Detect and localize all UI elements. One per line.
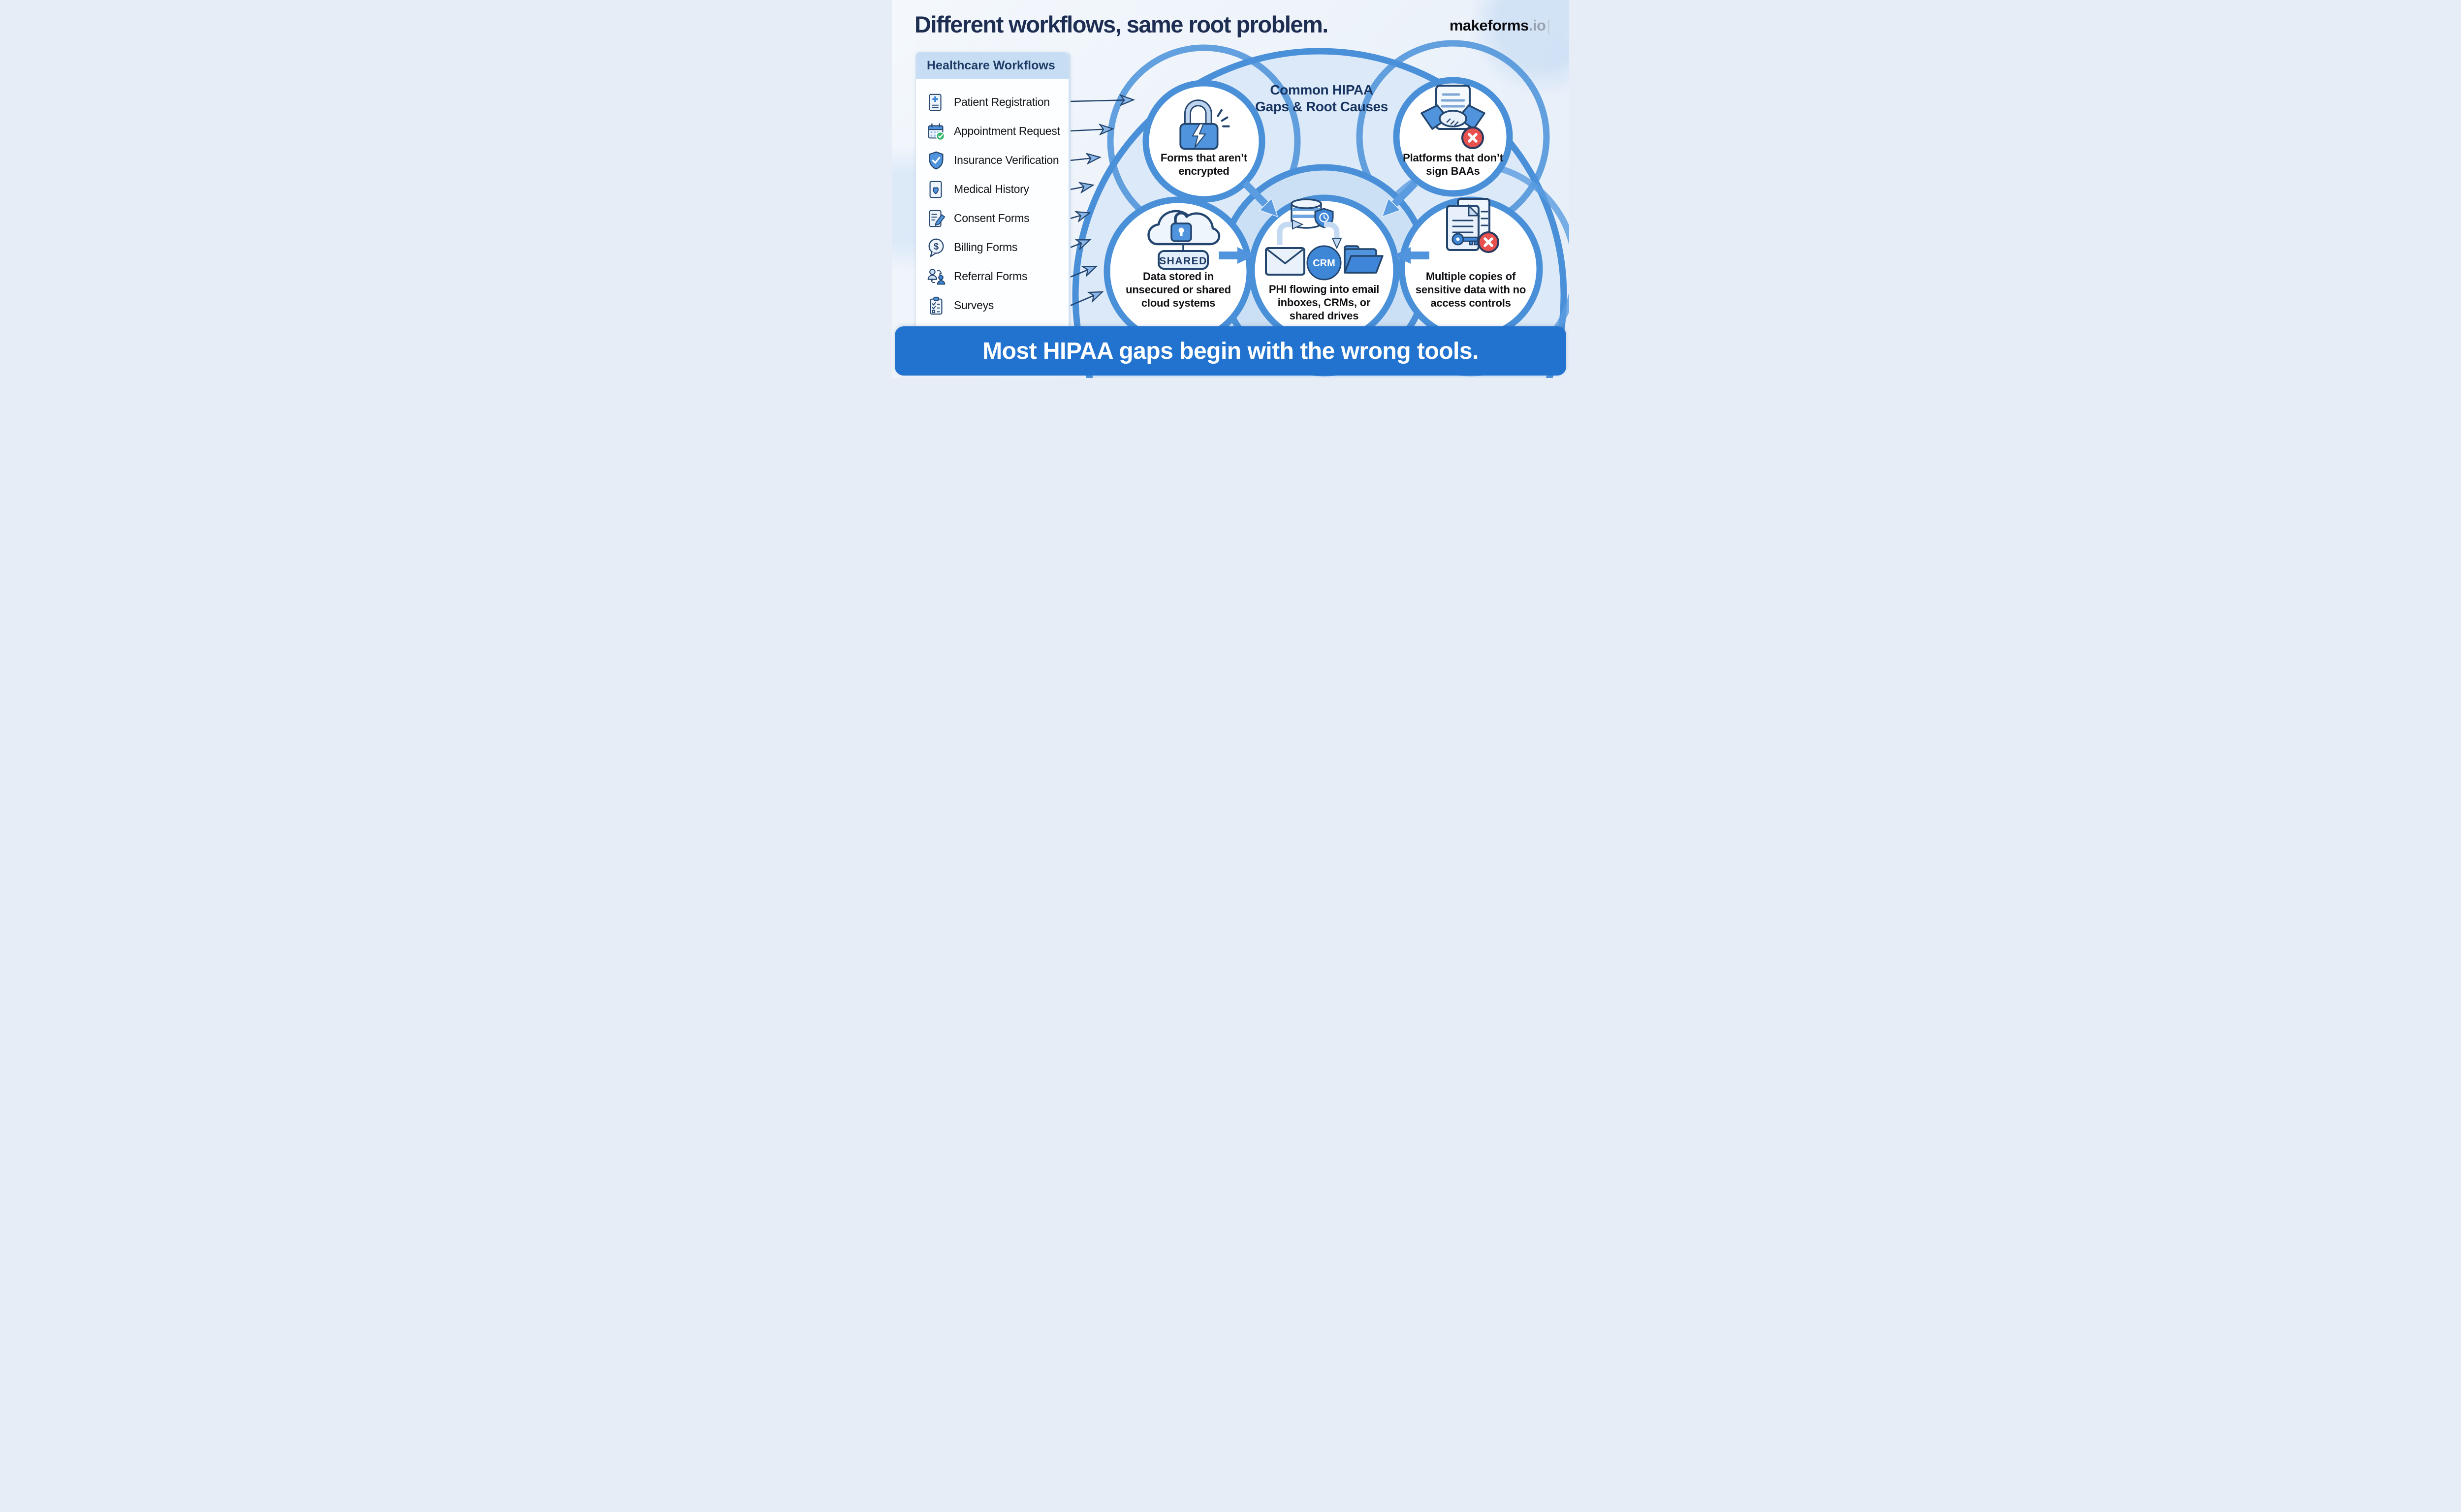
medical-history-icon: [929, 181, 942, 198]
broken-lock-icon: [1179, 99, 1230, 150]
shared-tag-pill: [1158, 250, 1209, 270]
list-item-insurance-verification: Insurance Verification: [916, 146, 1069, 175]
email-icon: [1265, 247, 1305, 276]
node-no-baas: [1393, 77, 1513, 197]
flow-arrow-up: [1277, 221, 1293, 245]
list-item-label: Billing Forms: [954, 241, 1018, 253]
makeforms-logo: makeforms.io|: [1449, 17, 1551, 34]
crm-icon: [1306, 245, 1342, 281]
arrow-appointment-request: [1070, 129, 1110, 131]
healthcare-workflows-panel: Healthcare Workflows Patient Registratio…: [915, 52, 1071, 328]
logo-cursor-bar: |: [1546, 17, 1550, 34]
node-label-copies-no-access: Multiple copies of sensitive data with n…: [1415, 270, 1526, 309]
list-item-appointment-request: Appointment Request: [916, 117, 1069, 146]
list-item-patient-registration: Patient Registration: [916, 88, 1069, 117]
patient-registration-icon: [929, 94, 942, 111]
appointment-request-icon: [928, 123, 945, 141]
copies-no-access-icon: [1446, 198, 1499, 253]
cluster-title: Common HIPAA Gaps & Root Causes: [1255, 82, 1388, 114]
infographic: Different workflows, same root problem. …: [892, 0, 1569, 378]
list-item-label: Insurance Verification: [954, 154, 1059, 166]
list-item-label: Surveys: [954, 299, 994, 312]
arrow-referral-forms: [1070, 267, 1094, 278]
node-label-forms-not-encrypted: Forms that aren’t encrypted: [1160, 152, 1248, 177]
key-icon: [1451, 233, 1479, 246]
svg-text:$: $: [934, 241, 939, 251]
node-label-unsecured-cloud: Data stored in unsecured or shared cloud…: [1126, 270, 1231, 309]
list-item-consent-forms: Consent Forms: [916, 204, 1069, 233]
list-item-label: Medical History: [954, 183, 1029, 195]
logo-name: makeforms: [1449, 17, 1529, 34]
unsecured-cloud-icon: SHARED: [1147, 210, 1221, 270]
hipaa-gaps-diagram: SHARED CRM: [1070, 40, 1569, 378]
arrow-baa-to-center: [1382, 180, 1418, 218]
arrow-insurance-verification: [1070, 158, 1098, 160]
bottom-banner: Most HIPAA gaps begin with the wrong too…: [895, 326, 1566, 376]
insurance-verification-icon: [929, 151, 944, 169]
node-connector-arrows: [1219, 180, 1429, 264]
crm-label: CRM: [1313, 258, 1335, 269]
list-item-label: Referral Forms: [954, 270, 1028, 283]
list-item-label: Appointment Request: [954, 125, 1060, 137]
list-item-billing-forms: $ Billing Forms: [916, 233, 1069, 262]
banner-text: Most HIPAA gaps begin with the wrong too…: [982, 338, 1479, 364]
handshake-x-icon: [1420, 85, 1485, 149]
consent-forms-icon: [929, 210, 946, 227]
node-label-no-baas: Platforms that don’t sign BAAs: [1403, 152, 1503, 177]
panel-title: Healthcare Workflows: [916, 52, 1069, 79]
workflow-arrows: [1070, 100, 1131, 307]
list-item-label: Patient Registration: [954, 95, 1050, 108]
list-item-referral-forms: Referral Forms: [916, 262, 1069, 291]
arrow-surveys: [1070, 293, 1100, 307]
logo-tld: .io: [1528, 17, 1546, 34]
billing-forms-icon: $: [928, 238, 944, 257]
arrow-medical-history: [1070, 186, 1091, 189]
surveys-icon: [930, 296, 943, 315]
arrow-billing-forms: [1070, 241, 1088, 248]
arrow-consent-forms: [1070, 214, 1087, 219]
referral-forms-icon: [927, 268, 946, 284]
phi-flow-icon: CRM: [1265, 198, 1384, 281]
list-item-surveys: Surveys: [916, 291, 1069, 320]
flow-arrow-down: [1324, 221, 1340, 238]
node-label-phi-flow: PHI flowing into email inboxes, CRMs, or…: [1268, 283, 1380, 322]
shared-tag-label: SHARED: [1159, 255, 1207, 267]
arrow-patient-registration: [1070, 100, 1131, 101]
list-item-medical-history: Medical History: [916, 175, 1069, 204]
page-title: Different workflows, same root problem.: [915, 11, 1328, 37]
list-item-label: Consent Forms: [954, 212, 1030, 224]
arrow-lock-to-center: [1242, 180, 1278, 218]
